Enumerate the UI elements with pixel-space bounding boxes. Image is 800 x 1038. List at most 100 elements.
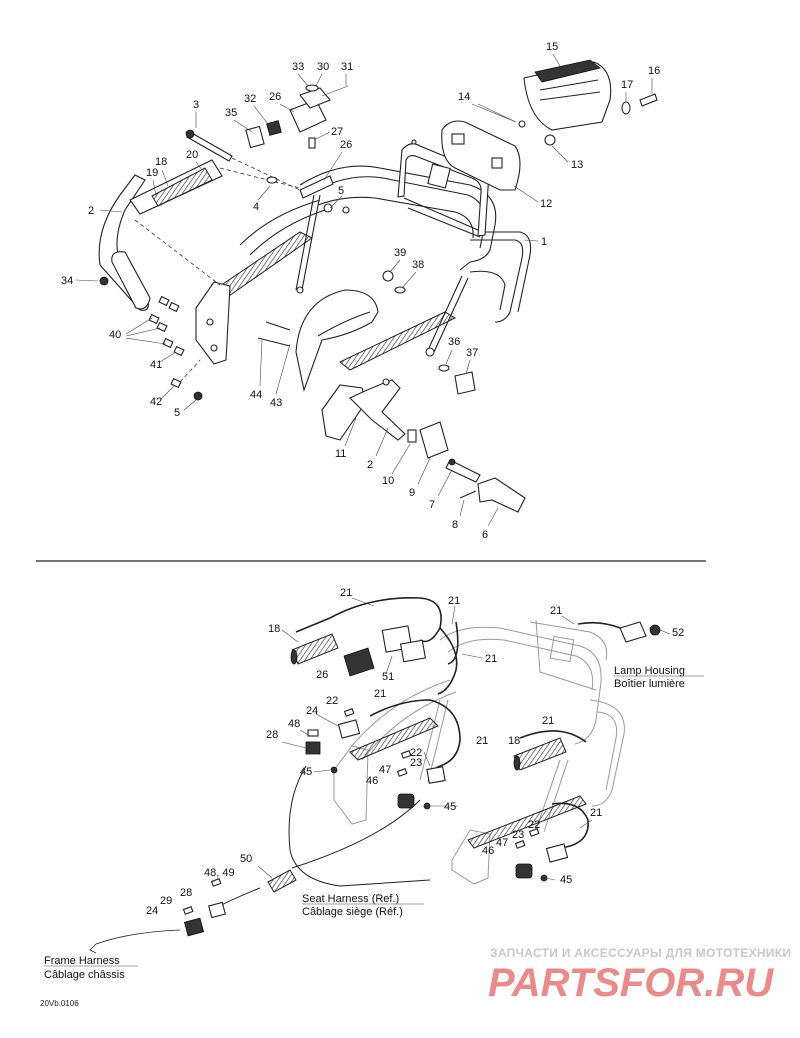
part-number: 43: [270, 397, 282, 409]
washer-4: [266, 176, 278, 184]
part-number: 5: [174, 407, 180, 419]
lamp-housing-caption-en: Lamp Housing: [614, 665, 685, 677]
lower-left-rail: [349, 717, 439, 761]
seat-cushion: [295, 289, 379, 393]
upper-leader-lines: [75, 53, 653, 527]
part-number: 34: [61, 275, 73, 287]
figure-code: 20Vb.0106: [40, 999, 79, 1008]
lower-right-rail: [467, 795, 587, 849]
upper-exploded-view: [98, 59, 658, 513]
part-number: 26: [340, 139, 352, 151]
part-number: 16: [648, 65, 660, 77]
part-number: 30: [317, 61, 329, 73]
part-number: 21: [374, 688, 386, 700]
part-number: 44: [250, 389, 262, 401]
part-number: 5: [338, 185, 344, 197]
watermark-tagline: ЗАПЧАСТИ И АКСЕССУАРЫ ДЛЯ МОТОТЕХНИКИ: [490, 946, 791, 960]
part-number: 46: [366, 775, 378, 787]
part-number: 39: [394, 247, 406, 259]
part-number: 21: [476, 735, 488, 747]
part-number: 21: [590, 807, 602, 819]
watermark: ЗАПЧАСТИ И АКСЕССУАРЫ ДЛЯ МОТОТЕХНИКИ PA…: [488, 946, 791, 1005]
knob-34: [99, 276, 109, 286]
part-number: 21: [550, 605, 562, 617]
part-number: 41: [150, 359, 162, 371]
lamp-socket: [619, 621, 647, 643]
part-number: 2: [367, 459, 373, 471]
lower-grip-left: [291, 633, 339, 665]
part-number: 51: [382, 671, 394, 683]
part-number: 32: [244, 93, 256, 105]
watermark-logo: PARTSFOR.RU: [488, 961, 774, 1005]
right-rail: [339, 311, 457, 371]
part-number: 21: [340, 587, 352, 599]
part-number: 29: [160, 895, 172, 907]
part-number: 47: [379, 764, 391, 776]
part-number: 10: [382, 475, 394, 487]
part-number: 13: [571, 159, 583, 171]
part-number: 7: [429, 499, 435, 511]
part-number: 48: [288, 718, 300, 730]
part-number: 33: [292, 61, 304, 73]
part-number: 22: [326, 695, 338, 707]
seat-harness-caption-fr: Câblage siège (Réf.): [302, 906, 403, 918]
part-number: 6: [482, 529, 488, 541]
frame-harness-caption-en: Frame Harness: [44, 955, 120, 967]
lower-part-labels: 21 21 21 18 52 26 51 21 22 21 24 48 21 2…: [146, 587, 684, 917]
part-number: 50: [240, 853, 252, 865]
part-number: 35: [225, 107, 237, 119]
part-number: 23: [512, 829, 524, 841]
frame-harness-caption-fr: Câblage châssis: [44, 969, 125, 981]
part-number: 38: [412, 259, 424, 271]
part-number: 2: [88, 205, 94, 217]
part-number: 19: [146, 167, 158, 179]
part-number: 48, 49: [204, 867, 235, 879]
hardware-cluster-left: [148, 295, 291, 401]
upper-part-labels: 15 33 30 31 16 3 32 26 17 14 35 27 18 20…: [61, 41, 660, 541]
part-number: 24: [306, 705, 318, 717]
part-number: 45: [560, 874, 572, 886]
part-number: 46: [482, 845, 494, 857]
part-number: 24: [146, 905, 158, 917]
wiring-captions: Lamp Housing Boîtier lumière Seat Harnes…: [44, 665, 704, 981]
part-number: 21: [448, 595, 460, 607]
release-handle: [477, 477, 526, 513]
part-number: 47: [496, 837, 508, 849]
part-number: 26: [316, 669, 328, 681]
part-number: 42: [150, 396, 162, 408]
lower-wiring-view: [89, 597, 661, 954]
part-number: 12: [540, 198, 552, 210]
part-number: 45: [300, 766, 312, 778]
part-number: 17: [621, 79, 633, 91]
part-number: 28: [180, 887, 192, 899]
part-number: 52: [672, 627, 684, 639]
part-number: 36: [448, 336, 460, 348]
left-lever: [98, 174, 149, 311]
part-number: 27: [331, 126, 343, 138]
part-number: 26: [269, 91, 281, 103]
part-number: 21: [485, 653, 497, 665]
part-number: 1: [541, 236, 547, 248]
lamp-housing-caption-fr: Boîtier lumière: [614, 678, 685, 690]
part-number: 20: [186, 149, 198, 161]
part-number: 23: [410, 757, 422, 769]
part-number: 22: [528, 819, 540, 831]
part-number: 18: [155, 156, 167, 168]
part-number: 40: [109, 329, 121, 341]
lower-switch: [343, 647, 375, 677]
part-number: 4: [253, 201, 259, 213]
part-number: 14: [458, 91, 470, 103]
lower-leader-lines: [257, 597, 671, 881]
split-loom: [267, 869, 297, 893]
part-number: 21: [542, 715, 554, 727]
part-number: 3: [193, 99, 199, 111]
part-number: 8: [452, 519, 458, 531]
part-number: 22: [410, 747, 422, 759]
part-number: 28: [266, 729, 278, 741]
part-number: 37: [466, 347, 478, 359]
part-number: 31: [341, 61, 353, 73]
part-number: 9: [409, 487, 415, 499]
ghost-frame: [333, 619, 625, 885]
part-number: 18: [268, 623, 280, 635]
